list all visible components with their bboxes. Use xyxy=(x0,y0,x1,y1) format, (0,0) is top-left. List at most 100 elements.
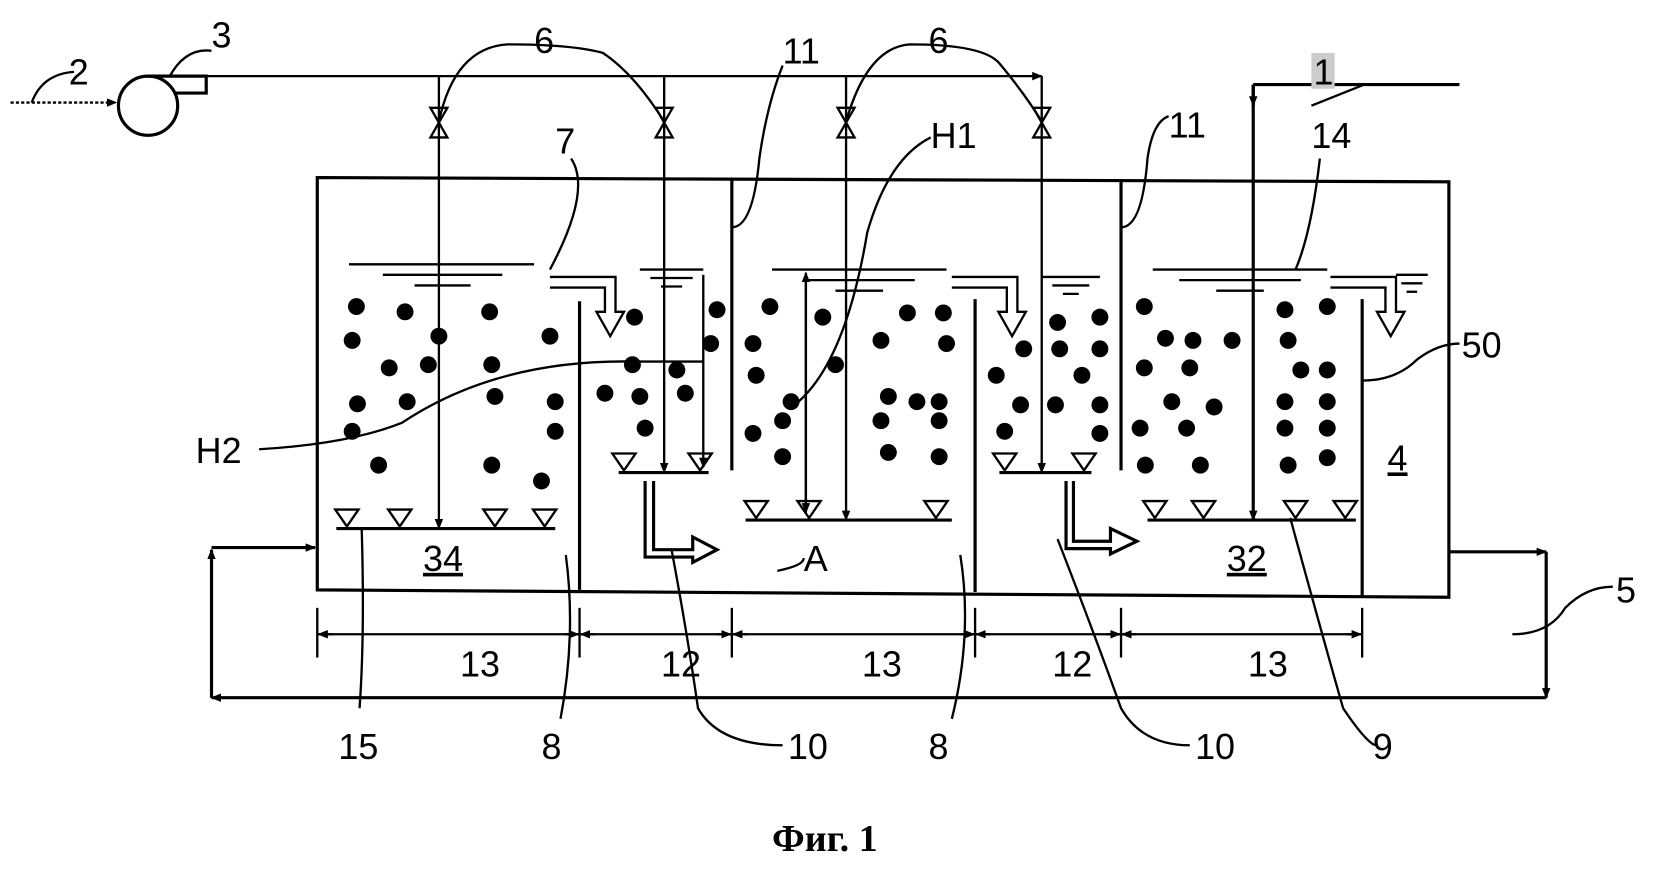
particle-dot xyxy=(748,367,765,384)
particle-dot xyxy=(761,298,778,315)
particle-dot xyxy=(349,395,366,412)
label-14: 14 xyxy=(1311,115,1351,156)
diffuser-icon xyxy=(533,510,556,527)
tank-outline xyxy=(317,178,1449,598)
particle-dot xyxy=(624,356,641,373)
label-a: A xyxy=(804,538,828,579)
label-9: 9 xyxy=(1373,726,1393,767)
particle-dot xyxy=(1224,332,1241,349)
diffuser-icon xyxy=(993,453,1016,470)
particle-dot xyxy=(931,412,948,429)
particle-dot xyxy=(1047,396,1064,413)
particle-dot xyxy=(745,425,762,442)
diffuser-icon xyxy=(1072,453,1095,470)
particle-dot xyxy=(1015,340,1032,357)
overflow-arrow-icon xyxy=(1330,277,1404,336)
particle-dot xyxy=(1012,396,1029,413)
particle-dot xyxy=(1319,420,1336,437)
label-6-left: 6 xyxy=(534,20,554,61)
diffuser-icon xyxy=(1143,501,1166,518)
particle-dot xyxy=(370,457,387,474)
particle-dot xyxy=(908,393,925,410)
particle-dot xyxy=(481,303,498,320)
particle-dot xyxy=(938,335,955,352)
blower-icon xyxy=(118,76,206,135)
particle-dot xyxy=(1136,298,1153,315)
particle-dot xyxy=(1319,298,1336,315)
carrier-particles xyxy=(344,298,1336,489)
label-12-a: 12 xyxy=(661,644,701,685)
label-8-left: 8 xyxy=(541,726,561,767)
particle-dot xyxy=(1184,332,1201,349)
particle-dot xyxy=(1163,393,1180,410)
particle-dot xyxy=(1277,301,1294,318)
particle-dot xyxy=(1319,449,1336,466)
particle-dot xyxy=(1178,420,1195,437)
particle-dot xyxy=(873,412,890,429)
particle-dot xyxy=(988,367,1005,384)
figure-caption: Фиг. 1 xyxy=(772,818,878,860)
particle-dot xyxy=(1277,420,1294,437)
particle-dot xyxy=(1049,314,1066,331)
particle-dot xyxy=(533,473,550,490)
diffuser-icon xyxy=(483,510,506,527)
label-13-b: 13 xyxy=(862,644,902,685)
particle-dot xyxy=(1091,340,1108,357)
particle-dot xyxy=(668,362,685,379)
diffuser-icon xyxy=(924,501,947,518)
particle-dot xyxy=(1192,457,1209,474)
label-10-right: 10 xyxy=(1195,726,1235,767)
label-h1: H1 xyxy=(931,115,977,156)
particle-dot xyxy=(677,385,694,402)
diffuser-icon xyxy=(612,453,635,470)
water-levels xyxy=(349,264,1428,294)
label-50: 50 xyxy=(1462,324,1502,365)
diffuser-icon xyxy=(335,510,358,527)
particle-dot xyxy=(1319,362,1336,379)
diffuser-icon xyxy=(1192,501,1215,518)
label-3: 3 xyxy=(212,15,232,56)
label-5: 5 xyxy=(1616,570,1636,611)
label-8-right: 8 xyxy=(929,726,949,767)
label-1: 1 xyxy=(1314,52,1334,93)
particle-dot xyxy=(1280,332,1297,349)
particle-dot xyxy=(1091,309,1108,326)
particle-dot xyxy=(399,393,416,410)
particle-dot xyxy=(541,328,558,345)
particle-dot xyxy=(996,423,1013,440)
diffuser-icon xyxy=(1334,501,1357,518)
particle-dot xyxy=(483,457,500,474)
particle-dot xyxy=(637,420,654,437)
label-32: 32 xyxy=(1227,538,1267,579)
overflow-arrow-icon xyxy=(952,277,1026,336)
particle-dot xyxy=(1091,425,1108,442)
particle-dot xyxy=(745,335,762,352)
leader-lines xyxy=(32,44,1613,745)
label-11-right: 11 xyxy=(1169,104,1206,145)
particle-dot xyxy=(1292,362,1309,379)
particle-dot xyxy=(1137,457,1154,474)
label-15: 15 xyxy=(338,726,378,767)
label-11-left: 11 xyxy=(783,30,820,71)
label-10-left: 10 xyxy=(788,726,828,767)
particle-dot xyxy=(1181,359,1198,376)
particle-dot xyxy=(483,356,500,373)
label-34: 34 xyxy=(423,538,463,579)
particle-dot xyxy=(1073,367,1090,384)
diffuser-icon xyxy=(388,510,411,527)
particle-dot xyxy=(1280,457,1297,474)
label-4: 4 xyxy=(1388,437,1408,478)
particle-dot xyxy=(880,444,897,461)
particle-dot xyxy=(348,298,365,315)
particle-dot xyxy=(626,309,643,326)
particle-dot xyxy=(547,423,564,440)
particle-dot xyxy=(931,393,948,410)
particle-dot xyxy=(873,332,890,349)
particle-dot xyxy=(1051,340,1068,357)
particle-dot xyxy=(880,388,897,405)
particle-dot xyxy=(381,359,398,376)
diffuser-icon xyxy=(1284,501,1307,518)
label-2: 2 xyxy=(69,52,89,93)
label-13-c: 13 xyxy=(1248,644,1288,685)
